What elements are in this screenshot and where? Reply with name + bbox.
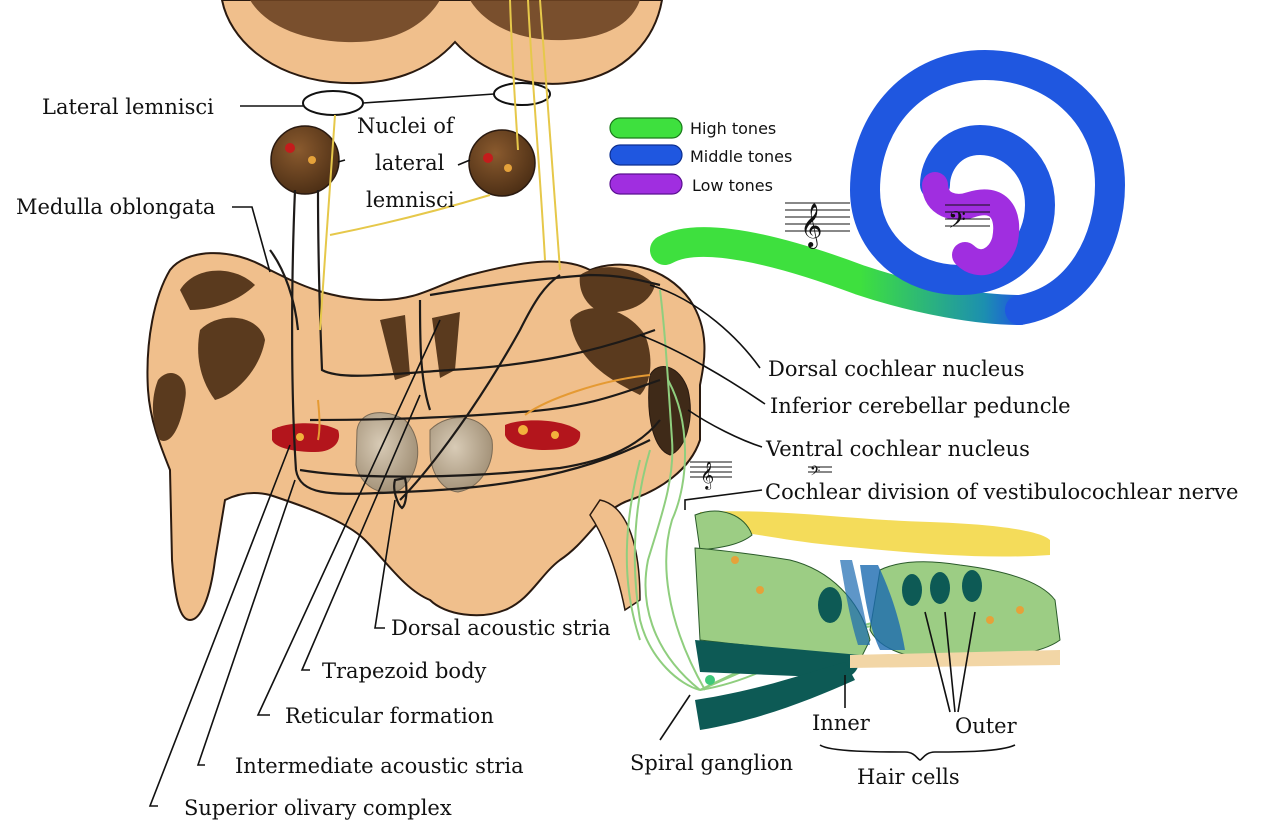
- label-medulla-oblongata: Medulla oblongata: [16, 195, 215, 219]
- midbrain: [222, 0, 662, 84]
- nucleus-lateral-lemniscus-right: [469, 130, 535, 196]
- organ-of-corti: [695, 511, 1060, 730]
- label-lateral-lemnisci: Lateral lemnisci: [42, 95, 214, 119]
- lateral-lemniscus-right: [494, 83, 550, 105]
- svg-text:𝄞: 𝄞: [800, 203, 822, 249]
- treble-clef-icon: 𝄞: [785, 203, 850, 249]
- label-intermediate-acoustic-stria: Intermediate acoustic stria: [235, 754, 524, 778]
- label-outer: Outer: [955, 714, 1018, 738]
- legend-swatch-middle: [610, 145, 682, 165]
- label-nuclei-line2: lateral: [375, 151, 445, 175]
- svg-text:𝄢: 𝄢: [948, 206, 966, 239]
- label-nuclei-line3: lemnisci: [366, 188, 455, 212]
- label-superior-olivary-complex: Superior olivary complex: [184, 796, 452, 820]
- legend-label-middle: Middle tones: [690, 147, 792, 166]
- nucleus-lateral-lemniscus-left: [271, 126, 339, 194]
- treble-clef-small-icon: 𝄞: [690, 461, 732, 490]
- label-nuclei-line1: Nuclei of: [357, 114, 456, 138]
- label-inferior-cerebellar-peduncle: Inferior cerebellar peduncle: [770, 394, 1071, 418]
- label-ventral-cochlear-nucleus: Ventral cochlear nucleus: [765, 437, 1030, 461]
- label-dorsal-acoustic-stria: Dorsal acoustic stria: [391, 616, 611, 640]
- legend-swatch-low: [610, 174, 682, 194]
- label-spiral-ganglion: Spiral ganglion: [630, 751, 793, 775]
- label-trapezoid-body: Trapezoid body: [322, 659, 487, 683]
- label-hair-cells: Hair cells: [857, 765, 960, 789]
- label-dorsal-cochlear-nucleus: Dorsal cochlear nucleus: [768, 357, 1025, 381]
- lateral-lemniscus-left: [303, 91, 363, 115]
- label-cochlear-division: Cochlear division of vestibulocochlear n…: [765, 480, 1238, 504]
- medulla-oblongata-section: [147, 253, 704, 620]
- label-inner: Inner: [812, 711, 871, 735]
- legend-swatch-high: [610, 118, 682, 138]
- label-reticular-formation: Reticular formation: [285, 704, 494, 728]
- legend-label-low: Low tones: [692, 176, 773, 195]
- legend-label-high: High tones: [690, 119, 776, 138]
- svg-text:𝄞: 𝄞: [700, 461, 714, 490]
- legend: High tones Middle tones Low tones: [610, 118, 792, 195]
